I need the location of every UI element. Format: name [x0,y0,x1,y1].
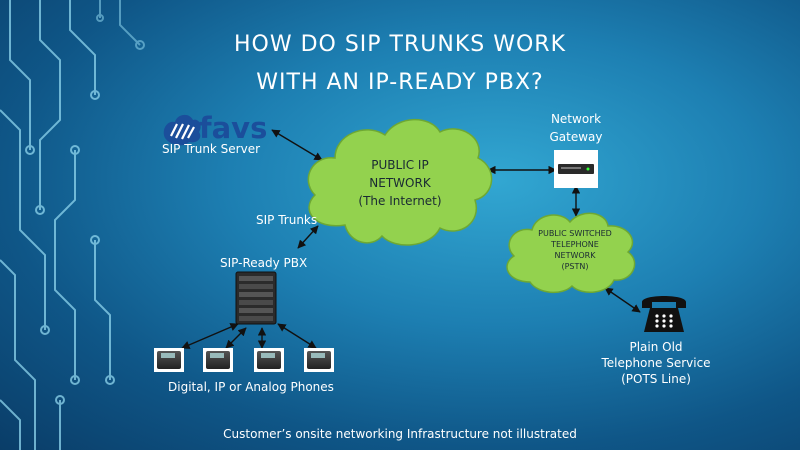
arrow-pstn-to-pots [604,287,641,313]
arrow-pbx-to-phone-2 [225,327,247,349]
pstn-label-line-3: NETWORK [554,251,596,260]
public-ip-label-line-1: PUBLIC IP [371,158,429,172]
sip-trunk-server-label: SIP Trunk Server [162,142,261,156]
arrow-pbx-to-internet [297,225,319,249]
sip-ready-pbx-label: SIP-Ready PBX [220,256,308,270]
pbx-rack-device [235,271,277,325]
footer-note: Customer’s onsite networking Infrastruct… [223,427,577,441]
pstn-label-line-4: (PSTN) [561,262,589,271]
pots-label-line-3: (POTS Line) [621,372,691,386]
favs-logo-text: favs [199,111,267,145]
slide-title-line-1: HOW DO SIP TRUNKS WORK [233,32,567,57]
desk-phone-icon [154,348,184,372]
public-ip-cloud [307,118,493,246]
pstn-cloud [506,212,636,294]
connection-arrows [181,129,641,349]
desk-phone-icon [203,348,233,372]
pots-label-line-2: Telephone Service [601,356,711,370]
pstn-label-line-1: PUBLIC SWITCHED [538,229,612,238]
network-gateway-label-line-2: Gateway [549,130,603,144]
arrow-server-to-internet [271,129,323,161]
slide-title-line-2: WITH AN IP-READY PBX? [256,70,544,95]
telephone-icon [642,296,686,332]
circuit-decoration-top [96,0,145,50]
public-ip-label-line-3: (The Internet) [358,194,442,208]
pstn-label-line-2: TELEPHONE [551,240,599,249]
favs-logo-mark [163,114,201,146]
sip-trunks-label: SIP Trunks [256,213,318,227]
arrow-pbx-to-phone-4 [277,323,317,349]
network-gateway-label-line-1: Network [550,112,602,126]
desk-phone-icon [304,348,334,372]
circuit-decoration [0,0,115,450]
network-gateway-device [554,150,598,188]
pots-label-line-1: Plain Old [629,340,683,354]
phones-label: Digital, IP or Analog Phones [168,380,334,394]
desk-phone-icon [254,348,284,372]
public-ip-label-line-2: NETWORK [369,176,431,190]
